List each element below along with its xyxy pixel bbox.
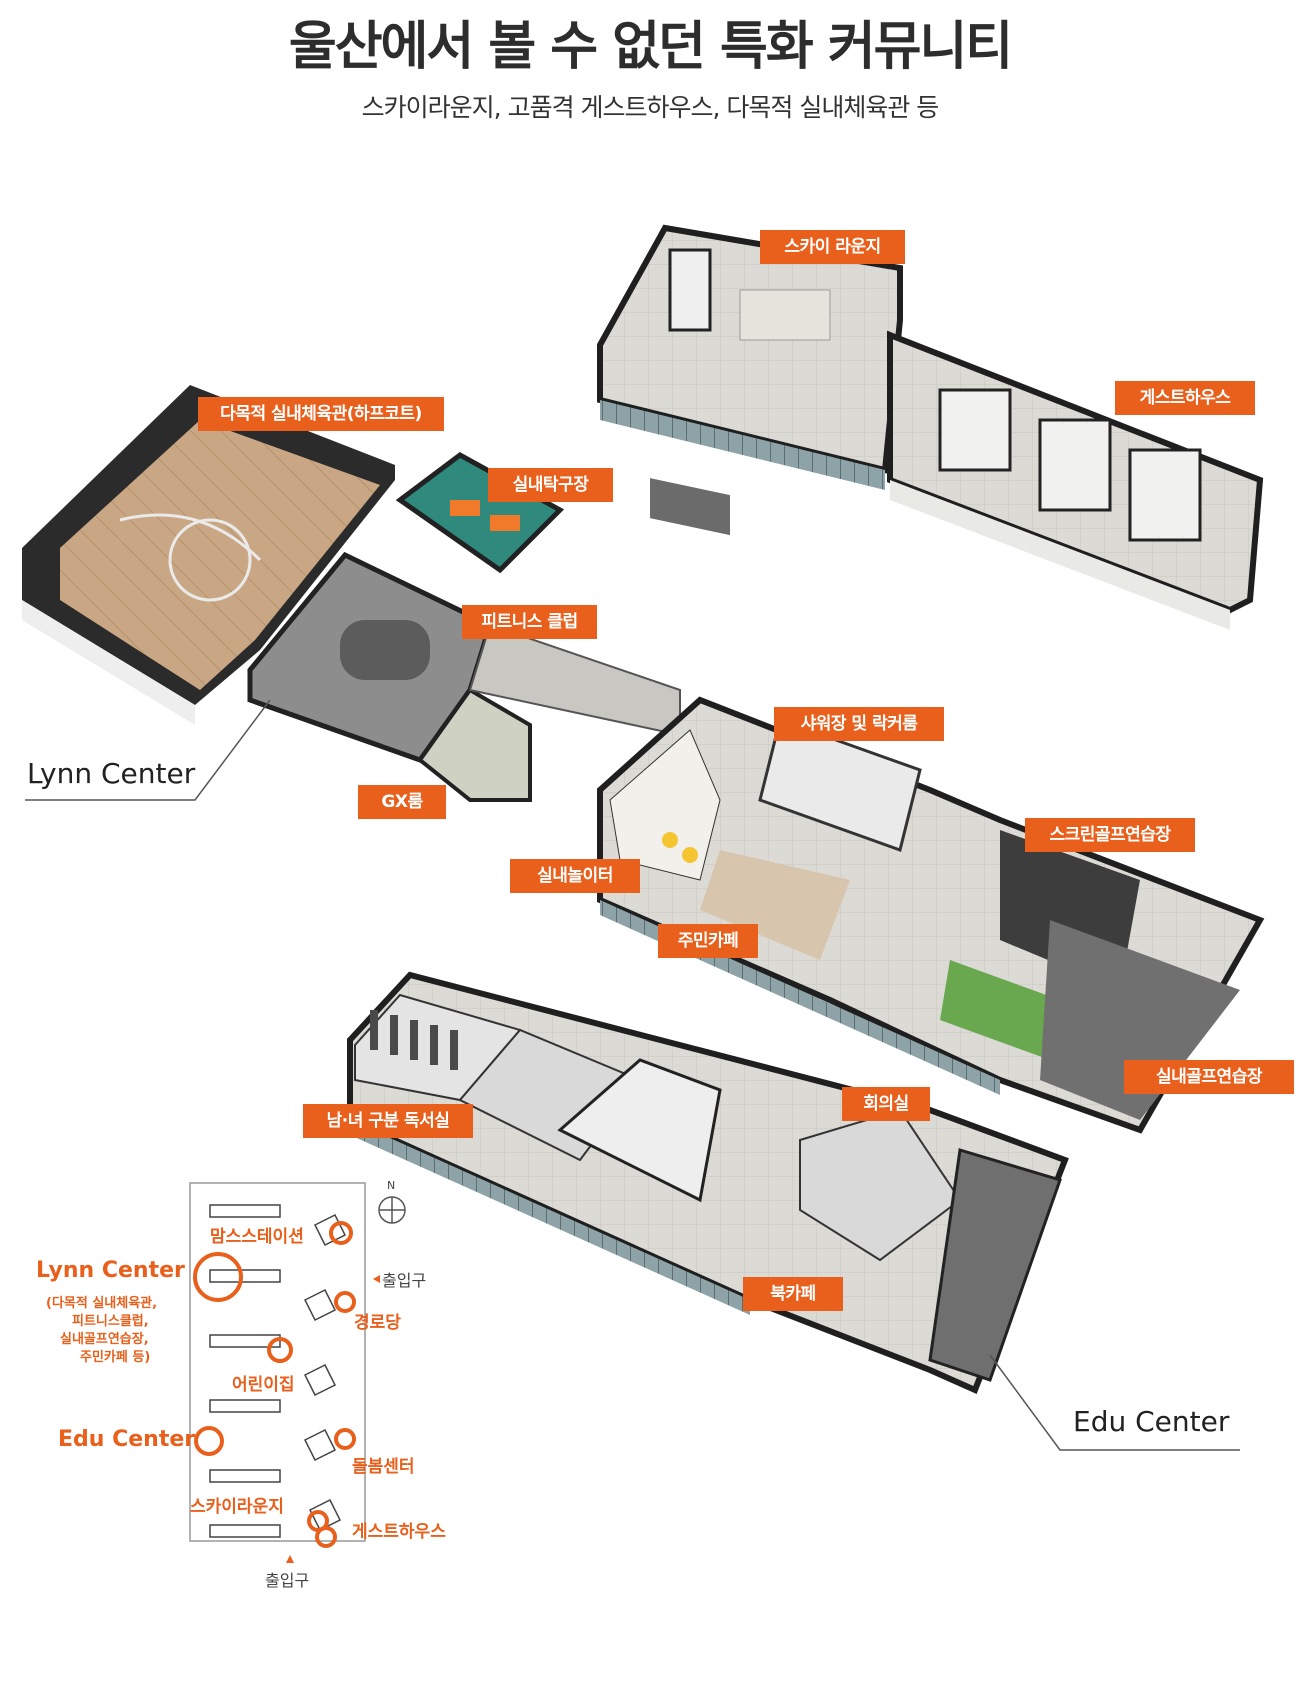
site-map-senior: 경로당 (354, 1313, 401, 1333)
tag-meeting: 회의실 (842, 1087, 930, 1121)
site-map-lynn-title: Lynn Center (36, 1258, 185, 1283)
site-map-sky-lounge: 스카이라운지 (190, 1497, 284, 1517)
edu-center-label: Edu Center (1073, 1405, 1230, 1438)
site-map-guest-house: 게스트하우스 (352, 1522, 446, 1542)
site-map-entrance-bottom: 출입구 (265, 1571, 310, 1590)
tag-gx: GX룸 (358, 785, 446, 819)
tag-shower: 샤워장 및 락커룸 (774, 707, 944, 741)
tag-sky-lounge: 스카이 라운지 (760, 230, 905, 264)
page-subtitle: 스카이라운지, 고품격 게스트하우스, 다목적 실내체육관 등 (361, 93, 940, 122)
lynn-center-label: Lynn Center (27, 757, 196, 790)
site-map (189, 1182, 406, 1563)
site-map-north: N (387, 1179, 396, 1192)
tag-guest-house: 게스트하우스 (1115, 381, 1255, 415)
tag-indoor-golf: 실내골프연습장 (1124, 1060, 1294, 1094)
tag-reading: 남·녀 구분 독서실 (303, 1104, 473, 1138)
tag-screen-golf: 스크린골프연습장 (1025, 818, 1195, 852)
sky-lounge-block (597, 224, 903, 536)
lynn-center-block (22, 385, 681, 802)
site-map-lynn-desc-3: 실내골프연습장, (60, 1332, 149, 1347)
site-map-entrance-top: 출입구 (382, 1271, 427, 1290)
site-map-lynn-desc-1: (다목적 실내체육관, (46, 1296, 158, 1311)
tag-table-tennis: 실내탁구장 (488, 468, 613, 502)
tag-playroom: 실내놀이터 (510, 859, 640, 893)
page-title: 울산에서 볼 수 없던 특화 커뮤니티 (288, 17, 1013, 77)
tag-book-cafe: 북카페 (743, 1277, 843, 1311)
tag-gym: 다목적 실내체육관(하프코트) (198, 397, 444, 431)
edu-center-block (347, 971, 1069, 1395)
site-map-lynn-desc-4: 주민카페 등) (80, 1350, 151, 1365)
site-map-daycare: 어린이집 (232, 1375, 295, 1395)
guest-house-block (887, 330, 1264, 630)
site-map-lynn-desc-2: 피트니스클럽, (72, 1314, 149, 1329)
tag-cafe: 주민카페 (658, 924, 758, 958)
site-map-edu-title: Edu Center (58, 1427, 196, 1452)
site-map-care-center: 돌봄센터 (352, 1457, 415, 1477)
site-map-moms-station: 맘스스테이션 (210, 1227, 304, 1247)
tag-fitness: 피트니스 클럽 (462, 605, 597, 639)
